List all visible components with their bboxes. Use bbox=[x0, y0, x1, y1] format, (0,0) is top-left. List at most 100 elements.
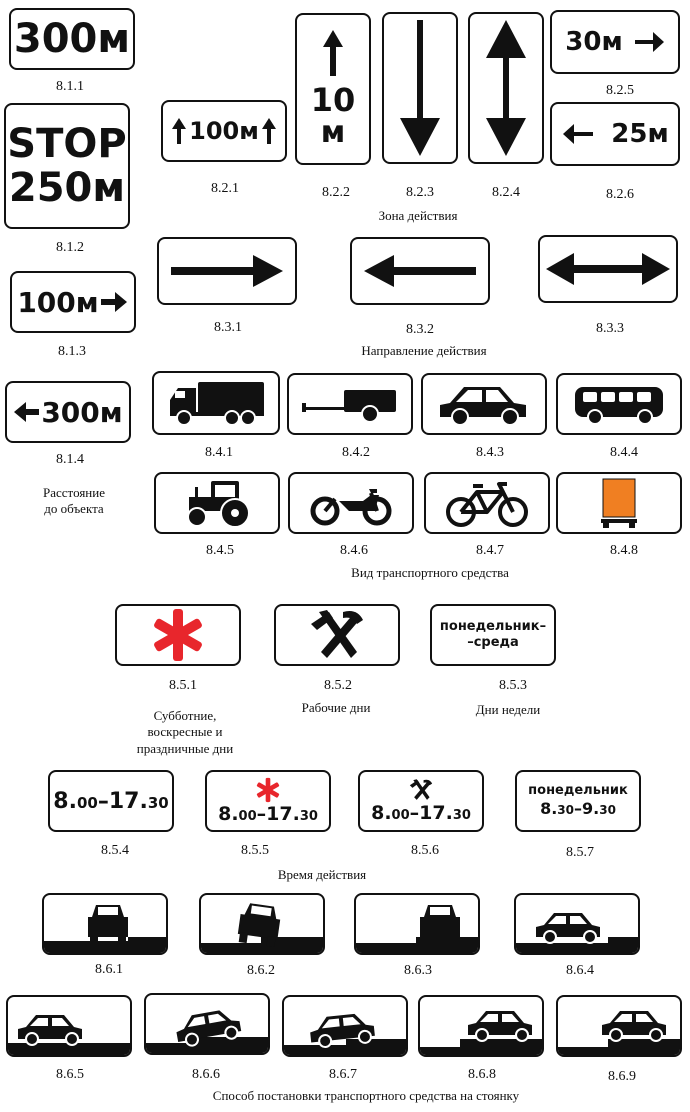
arrow-down-icon bbox=[400, 20, 440, 156]
caption-zone: Зона действия bbox=[378, 208, 458, 223]
parking-half-sidewalk-icon bbox=[201, 903, 323, 953]
plate-8-5-3: понедельник– –среда bbox=[430, 604, 556, 666]
plate-8-2-4 bbox=[468, 12, 544, 164]
plate-8-6-2 bbox=[199, 893, 325, 955]
code-label: 8.6.5 bbox=[56, 1067, 84, 1082]
code-label: 8.2.6 bbox=[606, 187, 634, 202]
time-range: 8.00–17.30 bbox=[218, 803, 318, 825]
code-label: 8.6.3 bbox=[404, 963, 432, 978]
time-dash: – bbox=[409, 802, 420, 824]
code-label: 8.6.1 bbox=[95, 962, 123, 977]
motorcycle-icon bbox=[310, 489, 392, 526]
plate-text: 100м bbox=[17, 285, 99, 319]
time-dash: – bbox=[256, 803, 267, 825]
caption-line: до объекта bbox=[44, 501, 104, 517]
plate-line-2: 250м bbox=[8, 165, 126, 211]
time-range: 8.00–17.30 bbox=[371, 802, 471, 824]
parking-parallel-curb-icon bbox=[8, 1015, 130, 1055]
caption-workdays: Рабочие дни bbox=[301, 700, 371, 715]
plate-line-2: м bbox=[320, 115, 346, 150]
caption-line: праздничные дни bbox=[136, 740, 234, 756]
code-label: 8.5.5 bbox=[241, 843, 269, 858]
plate-text: 25м bbox=[611, 119, 669, 149]
plate-line-1: понедельник bbox=[528, 783, 628, 798]
plate-8-5-5: 8.00–17.30 bbox=[205, 770, 331, 832]
parking-edge-sidewalk-icon bbox=[356, 905, 478, 953]
time-to: 17. bbox=[419, 802, 453, 824]
code-label: 8.6.8 bbox=[468, 1067, 496, 1082]
plate-text: 300м bbox=[13, 16, 131, 62]
plate-8-4-3 bbox=[421, 373, 547, 435]
plate-8-1-2: STOP 250м bbox=[4, 103, 130, 229]
plate-8-6-9 bbox=[556, 995, 682, 1057]
time-to: 17. bbox=[266, 803, 300, 825]
plate-8-2-6: 25м bbox=[550, 102, 680, 166]
plate-8-2-2: 10 м bbox=[295, 13, 371, 165]
plate-8-1-4: 300м bbox=[5, 381, 131, 443]
time-to-minutes: 30 bbox=[452, 808, 471, 823]
time-dash: – bbox=[574, 799, 582, 818]
code-label: 8.5.6 bbox=[411, 843, 439, 858]
arrow-right-icon bbox=[171, 255, 283, 287]
time-to: 17. bbox=[108, 788, 148, 814]
plate-8-6-7 bbox=[282, 995, 408, 1057]
code-label: 8.5.1 bbox=[169, 678, 197, 693]
caption-time: Время действия bbox=[277, 867, 367, 882]
plate-8-3-2 bbox=[350, 237, 490, 305]
plate-8-4-5 bbox=[154, 472, 280, 534]
code-label: 8.4.2 bbox=[342, 445, 370, 460]
time-from: 8. bbox=[371, 802, 392, 824]
time-from: 8. bbox=[53, 788, 77, 814]
plate-8-3-3 bbox=[538, 235, 678, 303]
hammer-pick-icon bbox=[311, 610, 363, 658]
arrow-up-icon bbox=[172, 118, 187, 144]
plate-8-5-4: 8.00–17.30 bbox=[48, 770, 174, 832]
plate-line-1: STOP bbox=[7, 121, 127, 167]
caption-parking: Способ постановки транспортного средства… bbox=[212, 1088, 520, 1103]
time-to: 9. bbox=[582, 799, 600, 818]
arrow-left-icon bbox=[563, 124, 594, 144]
caption-distance: Расстояние до объекта bbox=[43, 485, 105, 518]
arrow-right-icon bbox=[634, 32, 664, 52]
plate-text: 30м bbox=[565, 27, 623, 57]
code-label: 8.3.3 bbox=[596, 321, 624, 336]
parking-parallel-sidewalk-icon bbox=[516, 913, 638, 953]
code-label: 8.4.1 bbox=[205, 445, 233, 460]
time-from: 8. bbox=[540, 799, 558, 818]
plate-8-3-1 bbox=[157, 237, 297, 305]
code-label: 8.6.4 bbox=[566, 963, 594, 978]
arrow-right-icon bbox=[100, 292, 127, 312]
plate-8-5-6: 8.00–17.30 bbox=[358, 770, 484, 832]
parking-sidewalk-edge-parallel-icon bbox=[558, 1011, 680, 1055]
code-label: 8.1.1 bbox=[56, 79, 84, 94]
plate-line-2: –среда bbox=[467, 635, 519, 650]
code-label: 8.1.4 bbox=[56, 452, 84, 467]
code-label: 8.3.2 bbox=[406, 322, 434, 337]
code-label: 8.1.3 bbox=[58, 344, 86, 359]
caption-line: Субботние, bbox=[153, 708, 217, 723]
plate-8-6-3 bbox=[354, 893, 480, 955]
plate-8-4-2 bbox=[287, 373, 413, 435]
code-label: 8.4.7 bbox=[476, 543, 504, 558]
code-label: 8.1.2 bbox=[56, 240, 84, 255]
plate-text: 100м bbox=[189, 117, 259, 145]
plate-8-2-3 bbox=[382, 12, 458, 164]
code-label: 8.2.2 bbox=[322, 185, 350, 200]
code-label: 8.6.2 bbox=[247, 963, 275, 978]
plate-8-5-1 bbox=[115, 604, 241, 666]
plate-8-6-5 bbox=[6, 995, 132, 1057]
plate-8-2-1: 100м bbox=[161, 100, 287, 162]
plate-line-1: 10 bbox=[310, 81, 356, 119]
code-label: 8.3.1 bbox=[214, 320, 242, 335]
time-to-minutes: 30 bbox=[299, 809, 318, 824]
arrow-up-down-icon bbox=[486, 20, 526, 156]
time-from-minutes: 00 bbox=[238, 809, 257, 824]
code-label: 8.4.4 bbox=[610, 445, 638, 460]
arrow-up-icon bbox=[323, 30, 343, 76]
time-from-minutes: 30 bbox=[557, 803, 574, 817]
plate-8-4-6 bbox=[288, 472, 414, 534]
caption-weekend: Субботние, воскресные и праздничные дни bbox=[137, 708, 233, 757]
plate-8-5-2 bbox=[274, 604, 400, 666]
caption-line: Расстояние bbox=[43, 485, 105, 500]
code-label: 8.4.6 bbox=[340, 543, 368, 558]
